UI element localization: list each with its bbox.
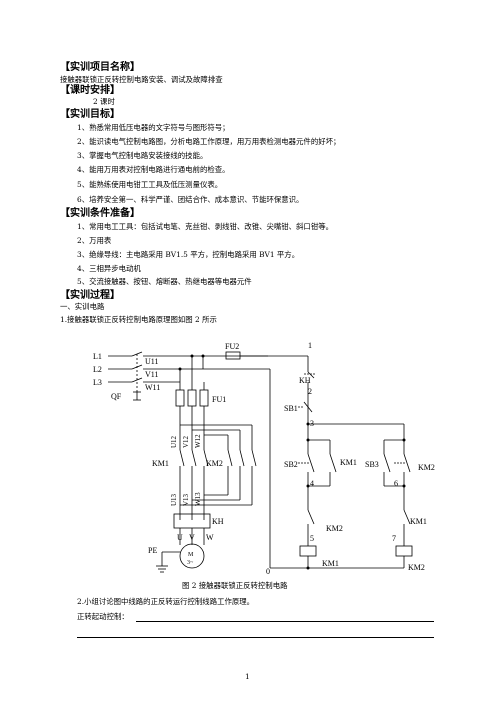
section-title: 一、实训电路	[60, 302, 105, 311]
goal-item: 5、能熟练使用电钳工工具及低压测量仪表。	[77, 180, 223, 189]
node-1: 1	[308, 341, 312, 350]
condition-item: 2、万用表	[77, 236, 112, 245]
figure-caption: 图 2 接触器联锁正反转控制电路	[182, 581, 288, 590]
heading-goals: 【实训目标】	[60, 109, 120, 120]
node-0: 0	[266, 567, 270, 576]
node-4: 4	[310, 479, 314, 488]
label-l3: L3	[93, 378, 102, 387]
label-v11: V11	[145, 370, 158, 379]
answer-line	[77, 637, 434, 638]
label-km2-aux: KM2	[418, 463, 435, 472]
label-km1-interlock: KM1	[410, 517, 427, 526]
label-kh-bottom: KH	[212, 517, 224, 526]
label-coil-km1: KM1	[322, 559, 339, 568]
heading-project: 【实训项目名称】	[60, 62, 140, 73]
heading-process: 【实训过程】	[60, 290, 120, 301]
label-u12: U12	[170, 435, 178, 448]
goal-item: 3、掌握电气控制电路安装接线的技能。	[77, 151, 208, 160]
label-sb1: SB1	[284, 404, 298, 413]
label-w12: W12	[194, 434, 202, 448]
label-l1: L1	[93, 352, 102, 361]
label-km2-main: KM2	[206, 459, 223, 468]
answer-line	[136, 621, 434, 622]
label-u13: U13	[170, 493, 178, 506]
label-coil-km2: KM2	[408, 563, 425, 572]
node-2: 2	[308, 387, 312, 396]
label-v12: V12	[182, 435, 190, 448]
label-motor-m: M	[188, 552, 194, 558]
node-7: 7	[392, 534, 396, 543]
node-3: 3	[310, 419, 314, 428]
condition-item: 1、常用电工工具：包括试电笔、克丝钳、剥线钳、改锥、尖嘴钳、斜口钳等。	[77, 222, 333, 231]
label-pe: PE	[148, 546, 157, 555]
label-u11: U11	[145, 357, 158, 366]
label-sb2: SB2	[284, 460, 298, 469]
label-w11: W11	[145, 383, 160, 392]
label-motor-3: 3~	[187, 560, 194, 566]
label-w13: W13	[194, 492, 202, 506]
label-motor-v: V	[189, 533, 195, 542]
heading-conditions: 【实训条件准备】	[60, 208, 140, 219]
label-motor-u: U	[177, 533, 183, 542]
condition-item: 4、三相异步电动机	[77, 264, 141, 273]
label-km1-aux: KM1	[340, 458, 357, 467]
page-number: 1	[245, 672, 250, 681]
label-qf: QF	[111, 392, 122, 401]
label-l2: L2	[93, 365, 102, 374]
goal-item: 2、能识读电气控制电路图，分析电路工作原理，用万用表检测电器元件的好坏；	[77, 137, 341, 146]
label-v13: V13	[182, 493, 190, 506]
label-motor-w: W	[206, 533, 214, 542]
label-km2-interlock: KM2	[326, 524, 343, 533]
node-6: 6	[394, 479, 398, 488]
node-5: 5	[310, 534, 314, 543]
label-sb3: SB3	[365, 460, 379, 469]
project-name: 接触器联锁正反转控制电路安装、调试及故障排查	[60, 75, 223, 84]
goal-item: 4、能用万用表对控制电路进行通电前的检查。	[77, 165, 230, 174]
heading-schedule: 【课时安排】	[60, 85, 120, 96]
condition-item: 5、交流接触器、按钮、熔断器、热继电器等电器元件	[77, 277, 252, 286]
goal-item: 6、培养安全第一、科学严谨、团结合作、成本意识、节能环保意识。	[77, 195, 304, 204]
label-fu2: FU2	[225, 342, 239, 351]
condition-item: 3、绝缘导线：主电路采用 BV1.5 平方，控制电路采用 BV1 平方。	[77, 250, 300, 259]
label-fu1: FU1	[212, 395, 226, 404]
item-2: 2.小组讨论图中线路的正反转运行控制线路工作原理。	[77, 597, 255, 606]
schedule-value: 2 课时	[93, 97, 115, 106]
label-kh-top: KH	[299, 376, 311, 385]
label-km1-main: KM1	[152, 459, 169, 468]
forward-label: 正转起动控制：	[77, 612, 129, 621]
item-1: 1.接触器联锁正反转控制电路原理图如图 2 所示	[60, 315, 217, 324]
goal-item: 1、熟悉常用低压电器的文字符号与图形符号；	[77, 123, 230, 132]
